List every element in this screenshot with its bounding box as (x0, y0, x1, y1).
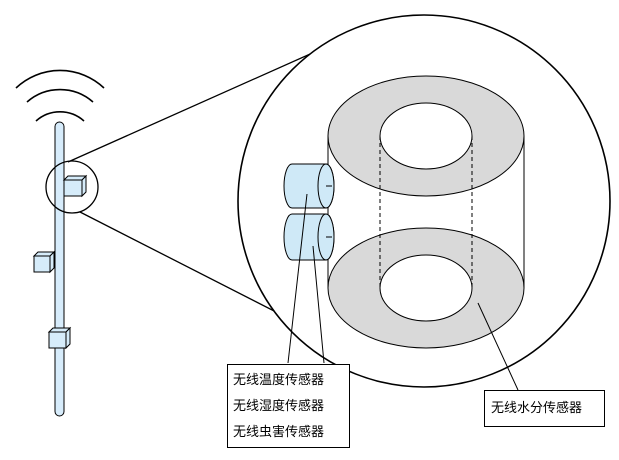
moisture-sensor (327, 75, 525, 349)
moisture-sensor-label: 无线水分传感器 (491, 401, 583, 416)
sensor-box-icon (47, 326, 72, 350)
temperature-sensor-label: 无线温度传感器 (233, 373, 325, 388)
zoom-source-circle (45, 160, 99, 214)
sensor-box-icon (32, 250, 56, 274)
cylinder-sensor-icon (283, 163, 335, 261)
moisture-sensor-label-box: 无线水分传感器 (484, 390, 605, 427)
left-sensor-labels: 无线温度传感器 无线湿度传感器 无线虫害传感器 (227, 364, 350, 448)
wifi-signal-icon (15, 69, 105, 122)
sensor-box-icon (62, 174, 88, 198)
label-leader-lines (287, 193, 519, 391)
pest-sensor-label: 无线虫害传感器 (233, 425, 325, 440)
humidity-sensor-label: 无线湿度传感器 (233, 399, 325, 414)
